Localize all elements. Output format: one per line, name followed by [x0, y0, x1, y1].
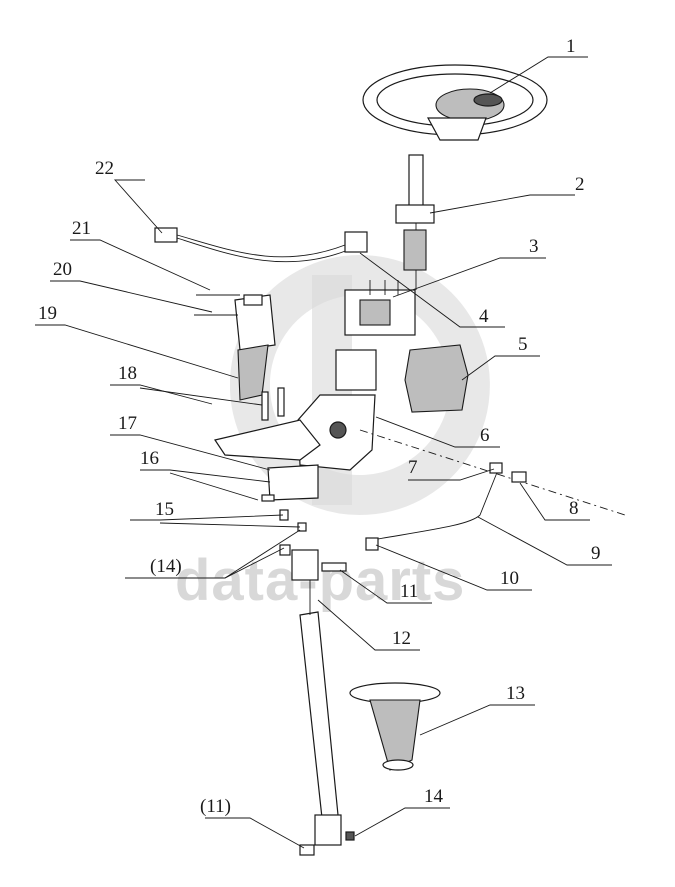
callout-19: 19	[38, 303, 57, 324]
part-brake-cable	[359, 429, 626, 551]
callout-9: 9	[591, 543, 601, 564]
part-column-housing	[297, 349, 377, 471]
part-rubber-boot	[349, 682, 441, 771]
callout-21: 21	[72, 218, 91, 239]
callout-15: 15	[155, 499, 174, 520]
part-switch-block	[344, 280, 416, 336]
callout-3: 3	[529, 236, 539, 257]
part-column-cover	[404, 344, 469, 413]
callout-11-parenthesized: (11)	[200, 796, 231, 817]
callout-18: 18	[118, 363, 137, 384]
leader-lines	[35, 56, 612, 849]
part-wiring-harness	[154, 227, 368, 263]
callout-6: 6	[480, 425, 490, 446]
callout-12: 12	[392, 628, 411, 649]
callout-8: 8	[569, 498, 579, 519]
callout-16: 16	[140, 448, 159, 469]
watermark-text: data-parts	[175, 548, 465, 613]
callouts: 1 2 3 4 5 6 7 8 9 10 11 12 13 14 (11) (1…	[38, 36, 601, 817]
callout-7: 7	[408, 457, 418, 478]
part-steering-wheel	[362, 64, 548, 141]
callout-2: 2	[575, 174, 585, 195]
part-lever-tube	[234, 294, 276, 401]
callout-13: 13	[506, 683, 525, 704]
part-bracket	[214, 419, 321, 501]
callout-5: 5	[518, 334, 528, 355]
part-fasteners	[194, 294, 307, 556]
callout-1: 1	[566, 36, 576, 57]
part-intermediate-shaft	[291, 549, 355, 856]
callout-4: 4	[479, 306, 489, 327]
callout-11: 11	[400, 581, 418, 602]
part-upper-shaft	[395, 154, 435, 290]
callout-17: 17	[118, 413, 137, 434]
callout-20: 20	[53, 259, 72, 280]
callout-22: 22	[95, 158, 114, 179]
callout-14-parenthesized: (14)	[150, 556, 182, 577]
callout-10: 10	[500, 568, 519, 589]
callout-14: 14	[424, 786, 444, 807]
